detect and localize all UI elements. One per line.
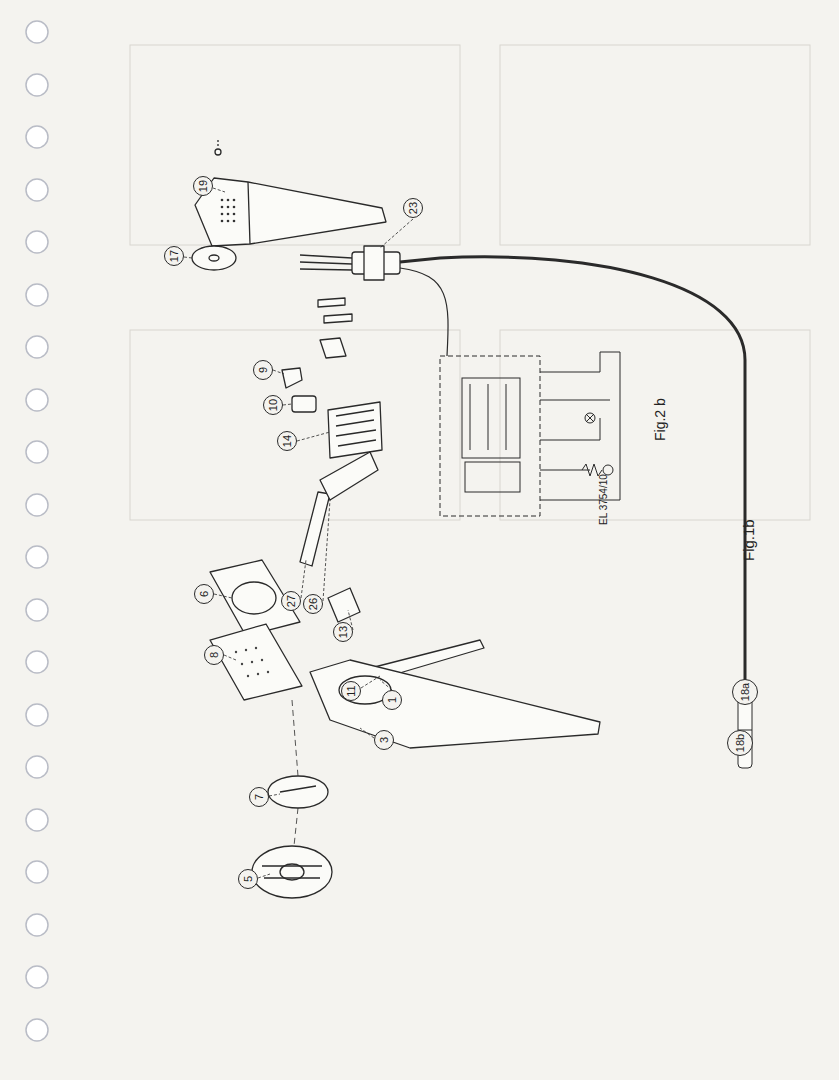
callout-circle: 26 [303,594,323,614]
binder-holes [26,21,48,1041]
callout-circle: 18b [727,730,753,756]
callout-circle: 11 [341,681,361,701]
parts [192,140,600,898]
callout-number: 27 [286,595,297,607]
callout-number: 6 [199,591,210,597]
callout-number: 7 [254,794,265,800]
callout-number: 18b [735,734,746,752]
callout-circle: 17 [164,246,184,266]
show-through [130,45,810,520]
callout-circle: 6 [194,584,214,604]
callout-number: 14 [282,435,293,447]
callout-number: 19 [198,180,209,192]
callout-circle: 19 [193,176,213,196]
callout-circle: 3 [374,730,394,750]
callout-number: 23 [408,202,419,214]
callout-number: 5 [243,876,254,882]
callout-circle: 23 [403,198,423,218]
callout-number: 9 [258,367,269,373]
callout-circle: 8 [204,645,224,665]
callout-number: 8 [209,652,220,658]
callout-circle: 7 [249,787,269,807]
callout-number: 1 [387,697,398,703]
figure-label: EL 3754/10 [598,475,609,526]
figure-label: Fig.1b [740,519,757,561]
callout-circle: 18a [732,679,758,705]
callout-circle: 14 [277,431,297,451]
callout-number: 26 [308,598,319,610]
callout-circle: 27 [281,591,301,611]
callout-circle: 5 [238,869,258,889]
callout-circle: 9 [253,360,273,380]
figure-label: Fig.2 b [652,399,668,442]
callout-number: 10 [268,399,279,411]
callout-number: 13 [338,626,349,638]
callout-number: 18a [740,683,751,701]
callout-number: 17 [169,250,180,262]
callout-number: 11 [346,685,357,696]
callout-circle: 1 [382,690,402,710]
callout-number: 3 [379,737,390,743]
callout-circle: 13 [333,622,353,642]
cable-and-schematic [400,257,752,768]
callout-circle: 10 [263,395,283,415]
leader-lines [184,188,413,878]
